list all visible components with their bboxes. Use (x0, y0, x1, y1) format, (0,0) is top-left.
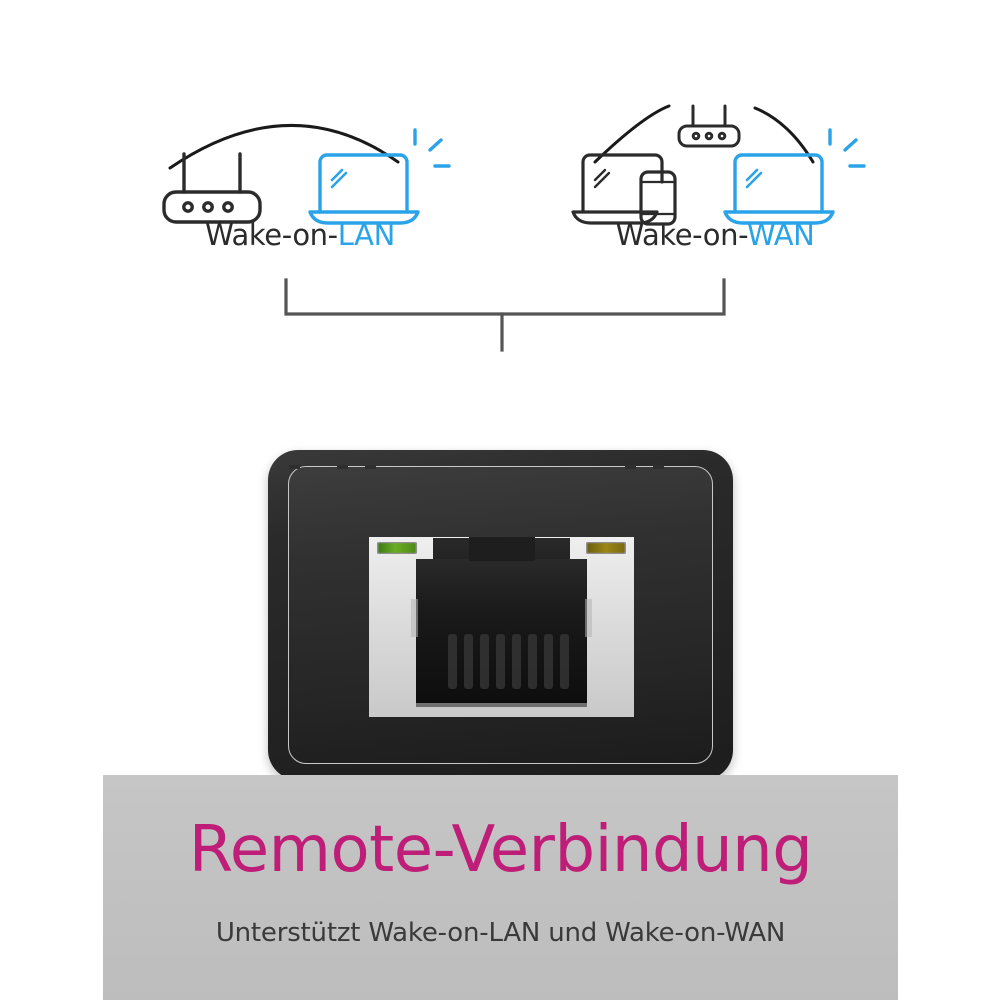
smartphone-icon (639, 170, 677, 226)
port-latch-slot (469, 537, 535, 561)
port-bottom-lip (416, 703, 587, 707)
panel-subtitle: Unterstützt Wake-on-LAN und Wake-on-WAN (215, 918, 786, 948)
link-led-green (378, 543, 416, 553)
inset-gap (289, 465, 300, 469)
activity-led-amber (587, 543, 625, 553)
laptop-waking-icon (723, 153, 835, 225)
feature-label-prefix: Wake-on- (205, 218, 338, 252)
arc-signal-icon (168, 123, 400, 170)
wake-on-lan-illustration (162, 123, 451, 225)
feature-wake-on-lan: Wake-on-LAN (150, 100, 451, 260)
device-inset-border (288, 465, 713, 764)
feature-label-accent: WAN (747, 218, 815, 252)
panel-title: Remote-Verbindung (188, 813, 813, 887)
laptop-icon (571, 153, 664, 225)
arc-signal-left-icon (593, 104, 671, 164)
port-side-recess-right (585, 599, 592, 637)
port-side-recess-left (411, 599, 418, 637)
router-icon (162, 152, 262, 224)
feature-label-wake-on-wan: Wake-on-WAN (565, 218, 865, 252)
feature-label-accent: LAN (337, 218, 396, 252)
laptop-waking-icon (308, 153, 420, 225)
caption-panel: Remote-Verbindung Unterstützt Wake-on-LA… (103, 775, 898, 1000)
router-icon (677, 104, 741, 148)
inset-gap (625, 465, 636, 469)
wake-sparkle-icon (413, 128, 451, 168)
wake-sparkle-icon (828, 128, 866, 168)
feature-bracket (284, 278, 726, 352)
inset-gap (365, 465, 376, 469)
feature-label-wake-on-lan: Wake-on-LAN (150, 218, 450, 252)
feature-label-prefix: Wake-on- (615, 218, 748, 252)
rj45-port (369, 537, 634, 717)
inset-gap (337, 465, 348, 469)
wake-on-wan-illustration (571, 104, 866, 226)
feature-wake-on-wan: Wake-on-WAN (565, 100, 866, 260)
ethernet-port-device (268, 450, 733, 780)
inset-gap (653, 465, 664, 469)
port-pins (448, 634, 569, 689)
